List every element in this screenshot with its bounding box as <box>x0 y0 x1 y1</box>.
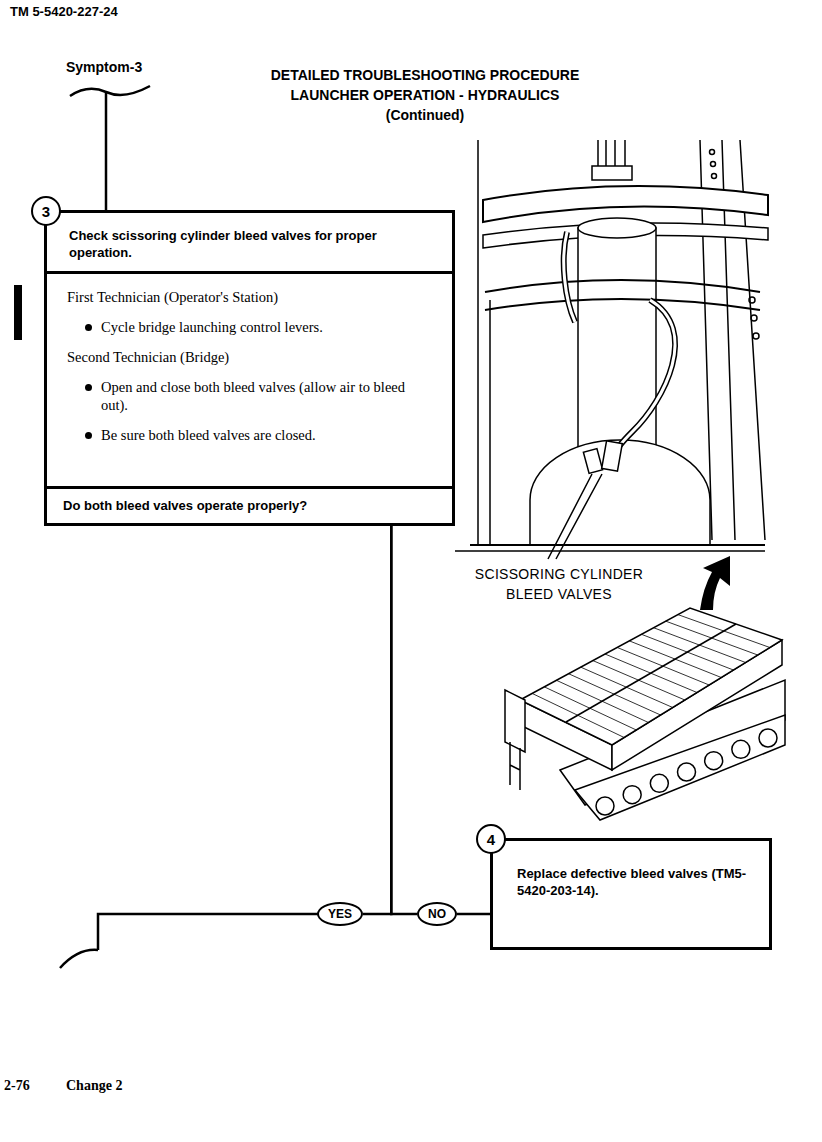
bullet-item: Open and close both bleed valves (allow … <box>67 378 434 414</box>
bullet-item: Cycle bridge launching control levers. <box>67 318 434 336</box>
cylinder-closeup <box>564 232 575 322</box>
cylinder-closeup <box>548 474 602 559</box>
vehicle-figure <box>617 647 709 685</box>
vehicle-figure <box>581 667 673 707</box>
part-label: SCISSORING CYLINDER BLEED VALVES <box>452 564 666 604</box>
step-heading: Check scissoring cylinder bleed valves f… <box>69 227 440 261</box>
cylinder-closeup <box>455 550 765 552</box>
node-text: 4 <box>487 832 495 847</box>
change-number: Change 2 <box>66 1077 176 1095</box>
procedure-box: Check scissoring cylinder bleed valves f… <box>44 210 455 526</box>
vehicle-figure <box>510 742 520 790</box>
vehicle-figure <box>566 624 736 722</box>
bullet-dot <box>85 432 92 439</box>
cylinder-closeup <box>583 449 602 474</box>
page-title: DETAILED TROUBLESHOOTING PROCEDURE LAUNC… <box>250 65 600 125</box>
cylinder-closeup <box>564 232 575 322</box>
vehicle-figure <box>544 687 636 730</box>
vehicle-figure <box>596 797 614 815</box>
bullet-item: Be sure both bleed valves are closed. <box>67 426 434 444</box>
vehicle-figure <box>556 680 648 722</box>
body-section: First Technician (Operator's Station) Cyc… <box>47 274 452 470</box>
cylinder-closeup <box>751 315 757 321</box>
bullet-dot <box>85 324 92 331</box>
cylinder-closeup <box>712 174 717 179</box>
answer-oval: YES <box>317 902 363 926</box>
vehicle-figure <box>520 608 782 745</box>
node-text: YES <box>328 907 352 921</box>
vehicle-figure <box>641 634 733 670</box>
flow-lines <box>105 93 108 210</box>
cylinder-closeup <box>711 162 716 167</box>
instruction: Cycle bridge launching control levers. <box>101 318 434 336</box>
pointer-arrow <box>700 556 730 610</box>
vehicle-figure <box>705 752 723 770</box>
vehicle-figure <box>678 763 696 781</box>
node-text: Do both bleed valves operate properly? <box>63 498 307 513</box>
cylinder-closeup <box>485 280 760 310</box>
action-box: Replace defective bleed valves (TM5-5420… <box>490 838 772 950</box>
cylinder-closeup <box>455 140 768 559</box>
vehicle-figure <box>593 661 685 700</box>
vehicle-figure <box>650 774 668 792</box>
cylinder-closeup <box>612 300 675 458</box>
flow-lines <box>60 950 98 968</box>
page-number: 2-76 <box>4 1077 54 1095</box>
manual-number: TM 5-5420-227-24 <box>10 4 210 20</box>
vehicle-figure <box>505 608 785 820</box>
instruction: Open and close both bleed valves (allow … <box>101 378 434 414</box>
vehicle-figure <box>605 654 697 693</box>
flow-connector <box>391 523 417 914</box>
answer-oval: NO <box>417 902 457 926</box>
role-heading: Second Technician (Bridge) <box>67 348 434 366</box>
bullet-dot <box>85 384 92 391</box>
vehicle-figure <box>623 786 641 804</box>
cylinder-closeup <box>578 218 656 238</box>
vehicle-figure <box>759 729 777 747</box>
cylinder-closeup <box>602 441 623 471</box>
question-box: Do both bleed valves operate properly? <box>47 486 452 523</box>
cylinder-closeup <box>753 333 759 339</box>
vehicle-figure <box>629 641 721 678</box>
cylinder-closeup <box>470 544 765 546</box>
node-text: Replace defective bleed valves (TM5-5420… <box>517 866 746 898</box>
role-heading: First Technician (Operator's Station) <box>67 288 434 306</box>
revision-bar <box>14 285 22 340</box>
cylinder-closeup <box>483 186 768 222</box>
step-number: 3 <box>31 196 61 226</box>
flow-connector <box>363 523 391 914</box>
node-text: 3 <box>42 204 50 219</box>
header-band: Check scissoring cylinder bleed valves f… <box>47 213 452 274</box>
flow-lines <box>98 914 318 950</box>
flow-connector <box>457 913 490 916</box>
symptom-label: Symptom-3 <box>66 58 206 76</box>
node-text: NO <box>428 907 446 921</box>
cylinder-closeup <box>612 300 675 458</box>
vehicle-figure <box>569 674 661 715</box>
cylinder-closeup <box>710 150 715 155</box>
vehicle-figure <box>532 693 624 737</box>
cylinder-closeup <box>592 166 632 180</box>
vehicle-figure <box>678 615 770 648</box>
instruction: Be sure both bleed valves are closed. <box>101 426 434 444</box>
cylinder-closeup <box>530 440 710 545</box>
step-number: 4 <box>476 824 506 854</box>
cylinder-closeup <box>749 297 755 303</box>
vehicle-figure <box>505 690 525 752</box>
vehicle-figure <box>732 740 750 758</box>
flow-lines <box>70 86 150 96</box>
